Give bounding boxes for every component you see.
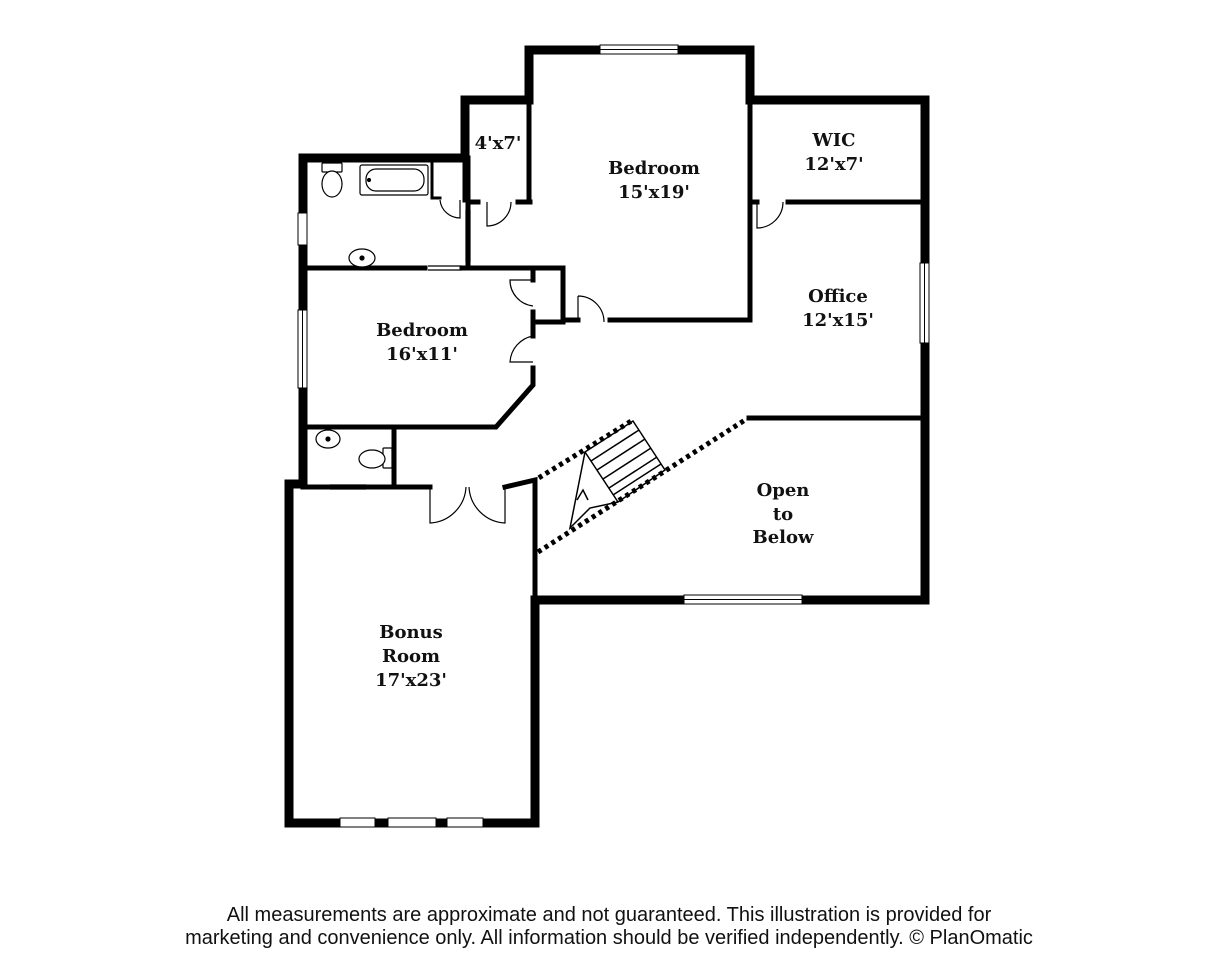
stair-treads [590,429,662,496]
open-below-line1: Open [757,480,810,501]
door [756,201,784,229]
door [486,201,512,227]
wic-dims: 12'x7' [804,154,863,175]
closet-dims: 4'x7' [475,133,522,154]
stairs-icon [530,417,747,555]
office-name: Office [808,286,868,307]
stair-winder [568,451,619,531]
door [509,335,534,363]
stair-stringer [583,419,667,504]
disclaimer-line1: All measurements are approximate and not… [226,904,992,926]
doors [330,199,784,524]
open-below-line2: to [773,504,793,525]
bedroom-2-name: Bedroom [376,320,468,341]
bathtub-icon [359,164,429,196]
fixtures [315,162,429,469]
bedroom-main-dims: 15'x19' [618,182,690,203]
bath-wall [300,155,581,323]
railing-dotted [530,417,635,485]
window [446,817,484,828]
bonus-line1: Bonus [379,622,443,643]
exterior-wall [284,45,930,828]
open-below-line3: Below [752,527,814,548]
toilet-icon [321,162,343,198]
door [509,279,534,307]
bedroom-main-name: Bedroom [608,158,700,179]
disclaimer-line2: marketing and convenience only. All info… [185,927,1033,949]
windows [297,44,930,828]
wic-name: WIC [812,130,856,151]
room-labels: 4'x7' Bedroom 15'x19' WIC 12'x7' Office … [375,130,874,691]
closet-wall [465,155,533,268]
window [387,817,437,828]
disclaimer: All measurements are approximate and not… [0,904,1218,950]
window [297,212,308,246]
toilet-icon [358,447,393,469]
sink-icon [348,248,376,268]
walls [284,45,930,828]
sliding-door [428,265,462,271]
door [577,295,605,323]
bonus-line2: Room [382,646,440,667]
door [468,486,506,524]
window [339,817,376,828]
door [439,199,461,219]
sliding-door [330,484,366,490]
bedroom-2-wall [300,265,566,430]
office-dims: 12'x15' [802,310,874,331]
bedroom-main-wall [526,47,753,323]
bath-divider [430,158,442,200]
half-bath-wall [300,424,538,603]
bonus-dims: 17'x23' [375,670,447,691]
door [429,486,467,524]
sink-icon [315,429,341,449]
stair-arrow [576,488,589,501]
bedroom-2-dims: 16'x11' [386,344,458,365]
sliding-door [465,210,471,262]
